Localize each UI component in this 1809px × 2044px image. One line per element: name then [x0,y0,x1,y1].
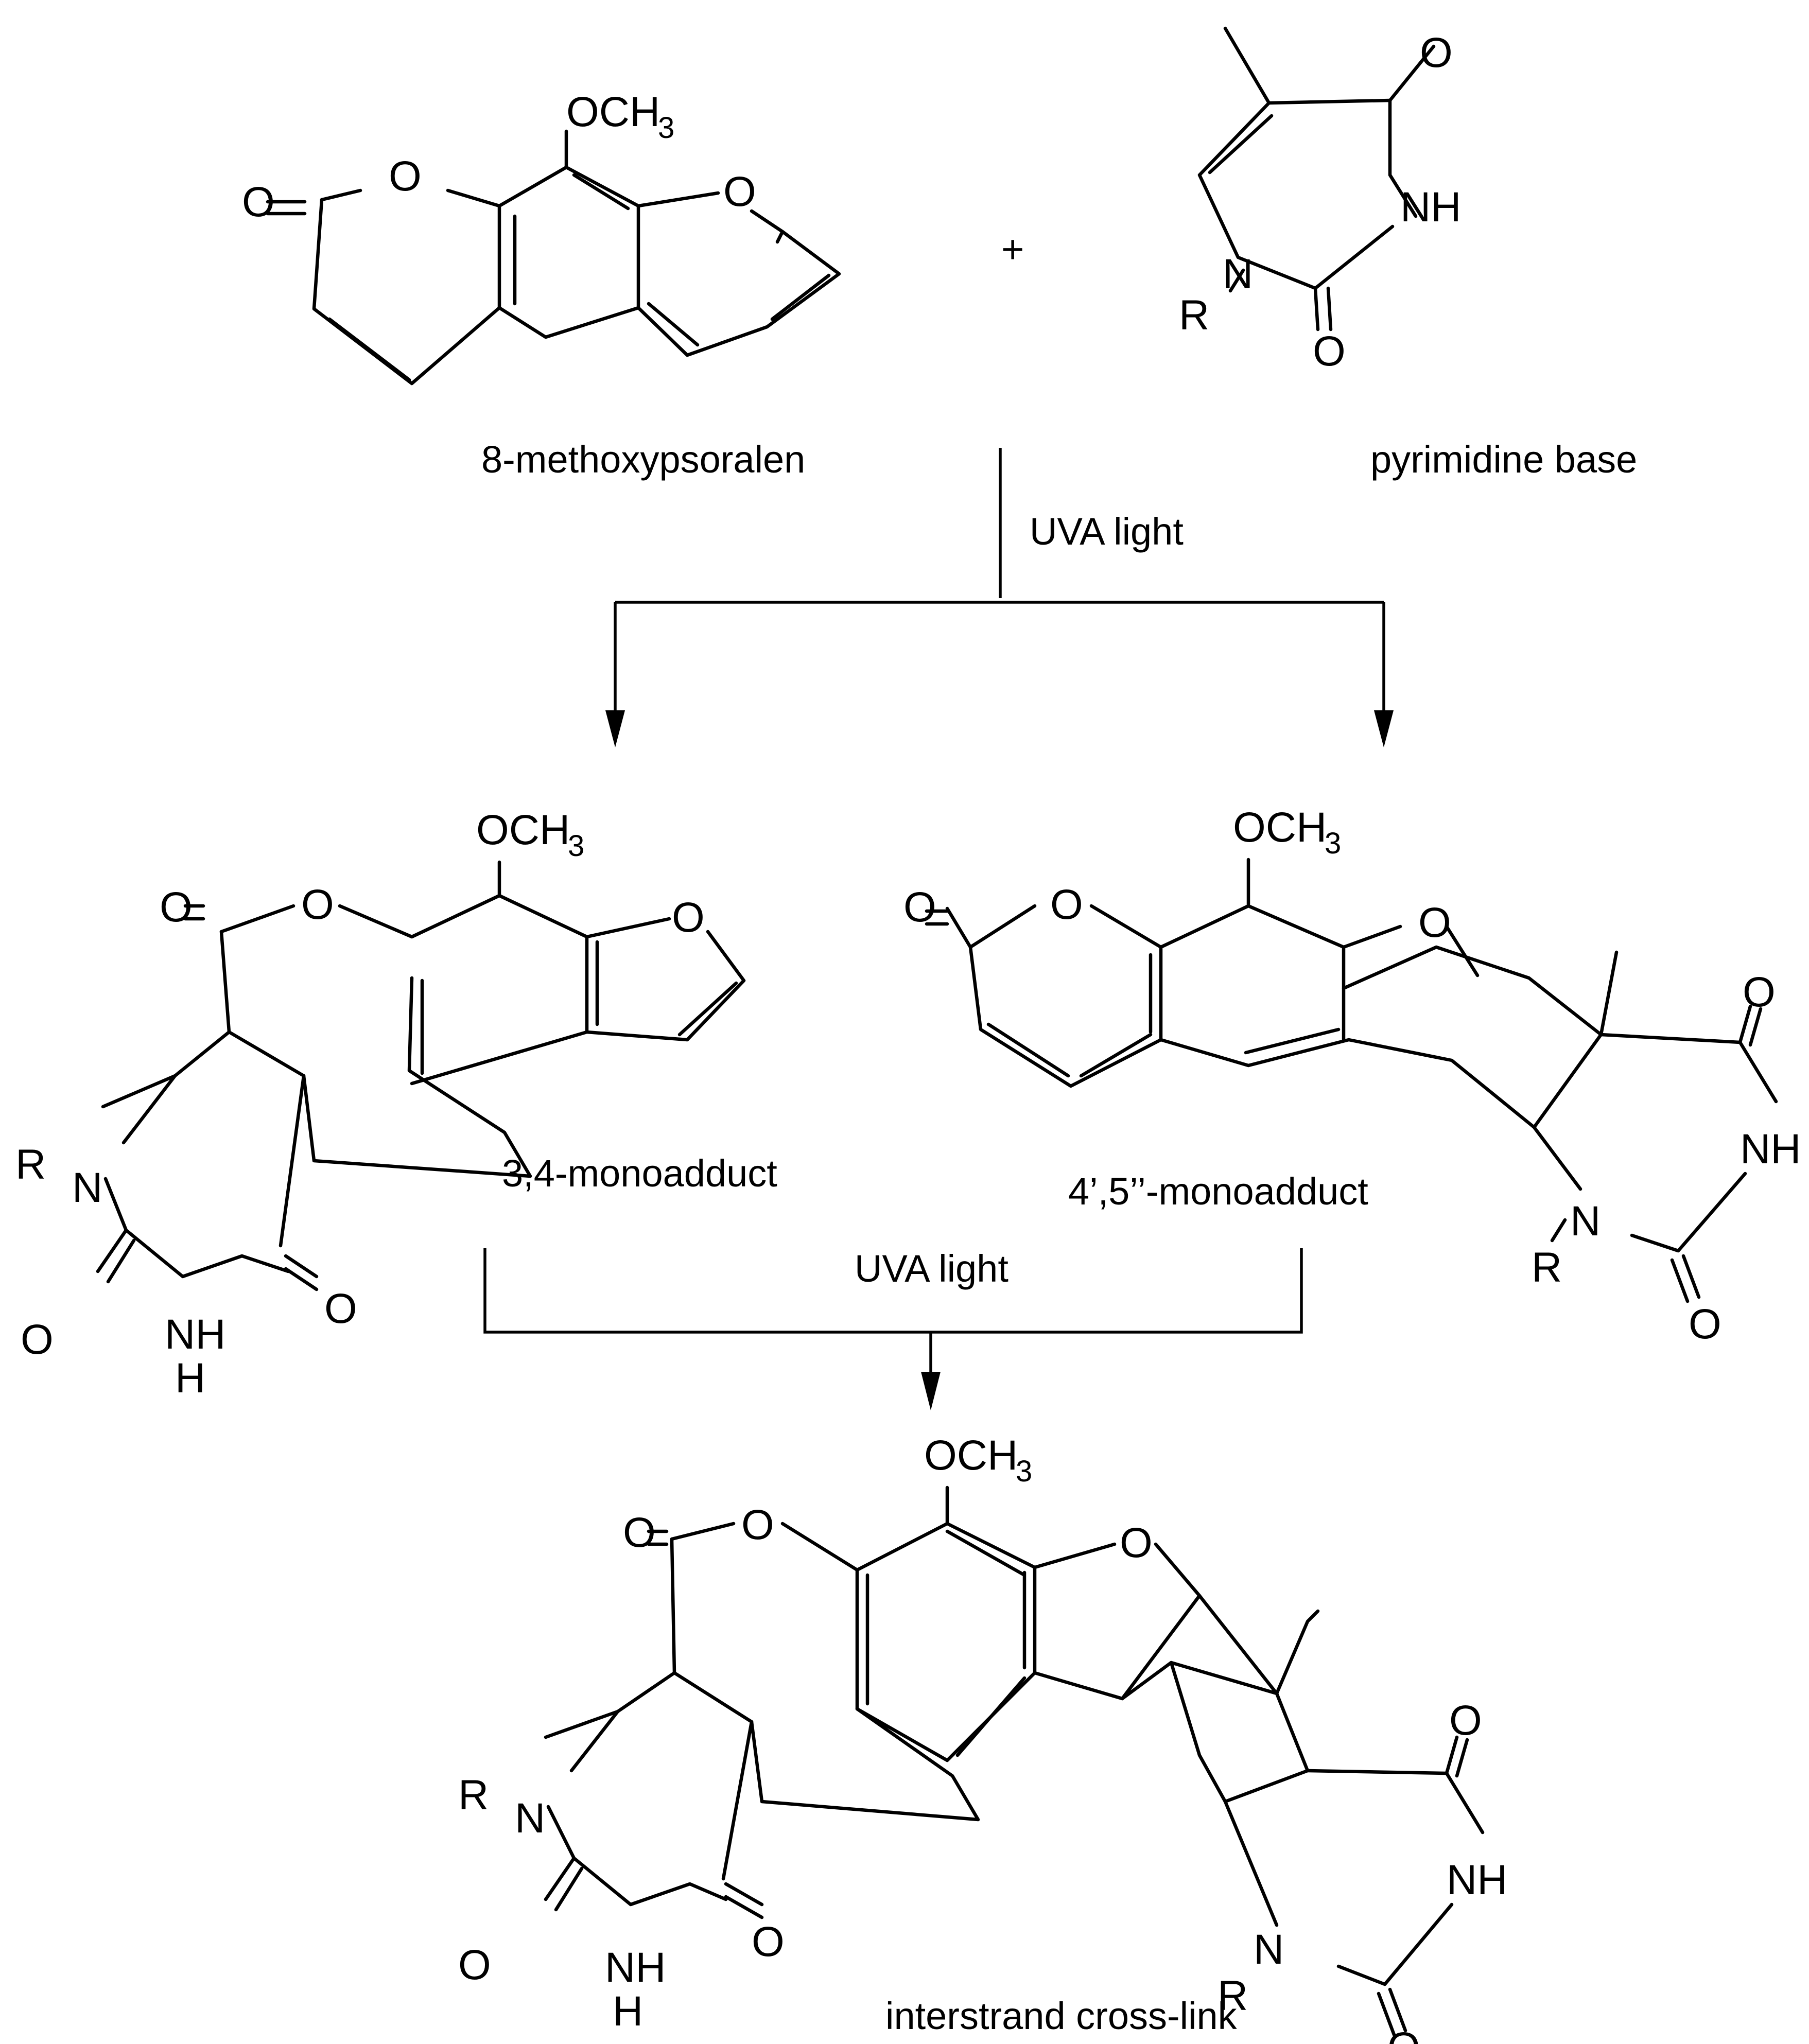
pyrimidine-n1-label: N [1223,251,1253,298]
arrow-head-right [1374,710,1394,747]
monoadduct-45-structure: O O O OCH 3 O NH N R O [903,804,1801,1348]
m34-h-label: H [175,1355,205,1402]
xl-right-urea-o-label: O [1387,2024,1420,2044]
monoadduct-45-caption: 4’,5’’-monoadduct [1068,1170,1368,1213]
step2-arrows [483,1248,1303,1410]
crosslink-structure: O O O OCH 3 R N O NH H O O NH N R O [458,1432,1507,2044]
pyrimidine-caption: pyrimidine base [1370,438,1637,481]
xl-right-r-label: R [1217,1972,1248,2019]
psoralen-structure: O O O OCH 3 [242,89,841,386]
m34-methoxy-label: OCH [476,807,570,853]
xl-left-nh-label: NH [605,1944,666,1991]
xl-methoxy-label: OCH [924,1432,1018,1479]
m34-lactone-o-label: O [301,881,334,928]
m34-r-label: R [15,1141,46,1188]
m45-urea-o-label: O [1689,1301,1721,1348]
m45-methoxy-label: OCH [1233,804,1327,851]
xl-lactone-o-label: O [741,1501,774,1548]
xl-methoxy-subscript: 3 [1016,1455,1032,1488]
step2-condition: UVA light [855,1247,1008,1290]
furan-oxygen-label: O [723,168,756,215]
pyrimidine-r-label: R [1179,292,1209,339]
xl-right-n-label: N [1254,1926,1284,1973]
lactone-oxygen-label: O [389,153,422,200]
crosslink-caption: interstrand cross-link [885,1995,1238,2037]
xl-left-n-label: N [515,1795,545,1842]
methoxy-subscript: 3 [658,111,674,145]
m34-urea-o-label: O [21,1316,54,1363]
plus-sign: + [1001,228,1024,271]
m45-r-label: R [1532,1244,1562,1291]
arrow-head-left [605,710,625,747]
pyrimidine-o2-label: O [1313,328,1346,375]
monoadduct-34-caption: 3,4-monoadduct [502,1152,777,1195]
xl-left-h-label: H [613,1988,643,2035]
m45-nh-label: NH [1740,1126,1801,1173]
arrow-head-down [921,1372,941,1410]
pyrimidine-structure: O NH N R O [1179,26,1461,375]
step1-condition: UVA light [1030,510,1184,553]
xl-right-nh-label: NH [1447,1857,1507,1903]
m34-methoxy-subscript: 3 [568,829,584,863]
m34-o4-label: O [324,1285,357,1332]
m34-nh-label: NH [165,1311,225,1358]
step1-arrows [605,448,1394,747]
m34-n-label: N [72,1164,102,1211]
monoadduct-34-structure: O O O OCH 3 R N O NH H O [15,807,746,1402]
xl-left-urea-o-label: O [458,1942,491,1988]
m34-carbonyl-o-label: O [160,884,193,931]
pyrimidine-o4-label: O [1420,29,1453,76]
m34-furan-o-label: O [672,894,705,941]
m45-methoxy-subscript: 3 [1325,827,1341,860]
xl-furan-o-label: O [1120,1519,1153,1566]
xl-left-o4-label: O [752,1918,785,1965]
m45-furan-o-label: O [1418,899,1451,946]
m45-n-label: N [1570,1198,1601,1245]
carbonyl-oxygen-label: O [242,179,275,225]
m45-o4-label: O [1743,969,1776,1016]
m45-lactone-o-label: O [1050,881,1083,928]
m45-carbonyl-o-label: O [903,884,936,931]
methoxy-label: OCH [566,89,660,135]
xl-left-r-label: R [458,1772,489,1819]
xl-right-o4-label: O [1449,1697,1482,1744]
psoralen-caption: 8-methoxypsoralen [481,438,805,481]
xl-carbonyl-o-label: O [623,1509,656,1556]
pyrimidine-nh-label: NH [1400,184,1461,231]
